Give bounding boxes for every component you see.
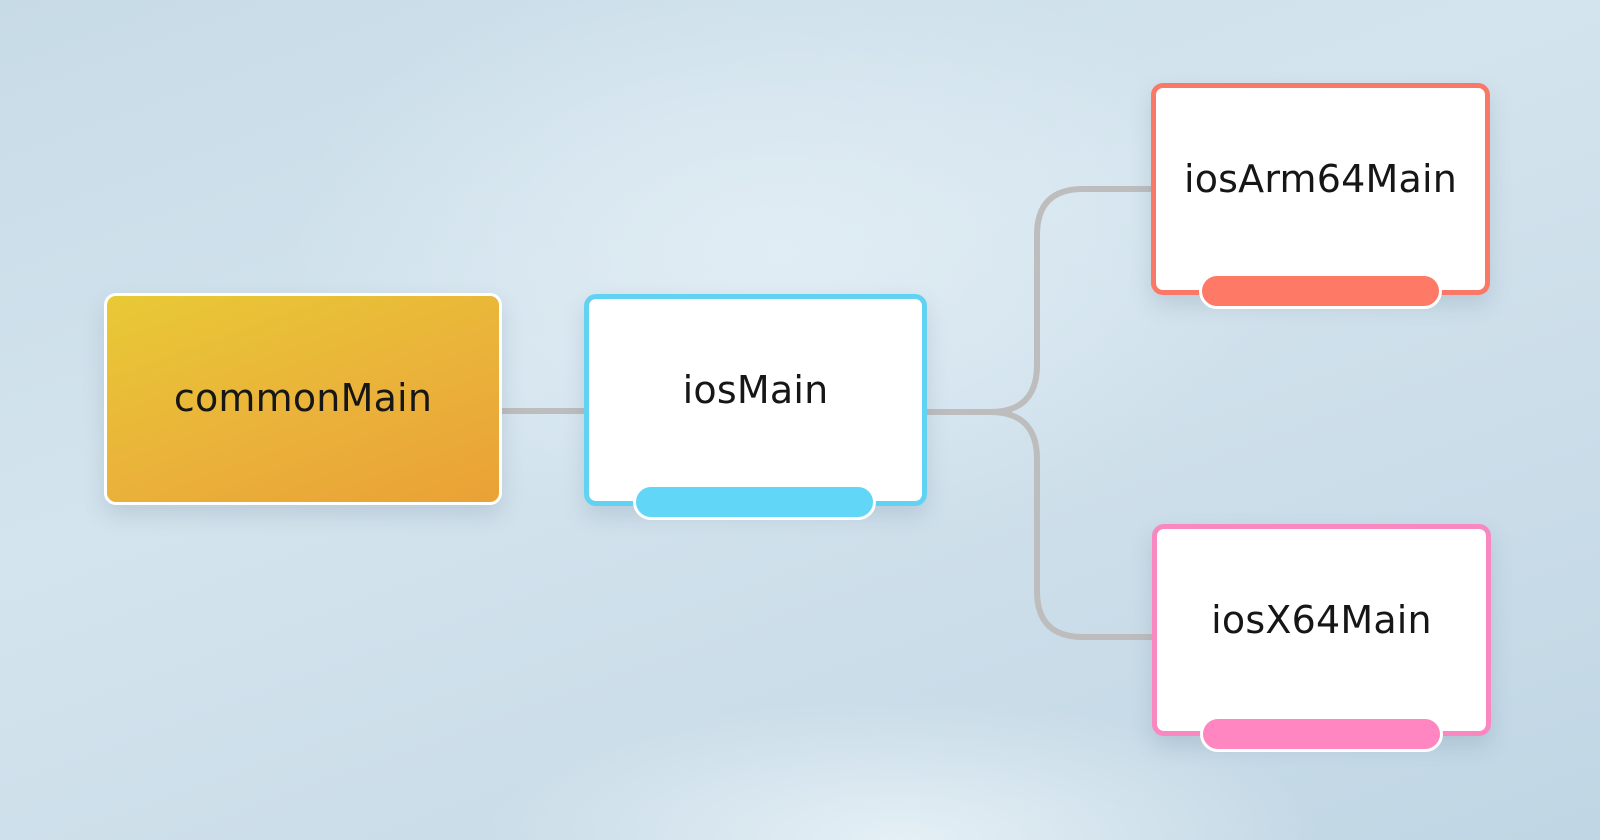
node-commonMain[interactable]: commonMain [104,293,502,505]
node-iosX64Main-tab [1200,716,1443,752]
edge-iosMain-iosArm64Main [924,186,1154,415]
node-iosArm64Main-tab [1199,273,1442,309]
node-label: iosX64Main [1211,598,1432,642]
node-label: commonMain [173,376,433,420]
node-iosX64Main[interactable]: iosX64Main [1152,524,1491,736]
node-label: iosMain [682,368,829,412]
edge-iosMain-iosX64Main [924,409,1155,640]
node-iosArm64Main[interactable]: iosArm64Main [1151,83,1490,295]
node-iosMain[interactable]: iosMain [584,294,927,506]
node-label: iosArm64Main [1183,157,1458,201]
node-iosMain-tab [633,484,876,520]
